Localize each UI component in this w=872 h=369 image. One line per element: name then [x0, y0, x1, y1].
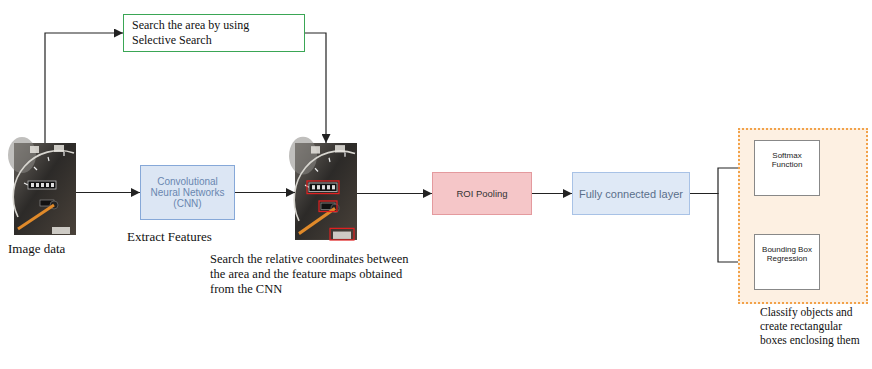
flow-arrow: [532, 193, 572, 194]
output-box: Softmax Function: [754, 140, 820, 196]
node-label: Fully connected layer: [577, 188, 685, 200]
node-label: ROI Pooling: [437, 188, 527, 199]
node-label: Convolutional Neural Networks (CNN): [145, 176, 230, 209]
node-caption: Search the relative coordinates between …: [210, 252, 425, 297]
node-label: Softmax Function: [758, 151, 816, 169]
speedometer-photo-annotated: [289, 137, 357, 240]
node-label: Search the area by using Selective Searc…: [132, 18, 296, 48]
image-node: Image data: [14, 143, 76, 235]
process-box: ROI Pooling: [432, 172, 532, 215]
node-label: Bounding Box Regression: [758, 245, 816, 263]
flow-arrow: [45, 33, 123, 143]
image-node: Search the relative coordinates between …: [295, 143, 357, 240]
flow-arrow: [305, 33, 326, 143]
speedometer-photo: [8, 137, 76, 235]
flow-arrow: [76, 192, 140, 193]
flow-arrow: [235, 192, 295, 193]
node-caption: Extract Features: [127, 229, 251, 245]
process-box: Search the area by using Selective Searc…: [123, 14, 305, 52]
flow-arrow: [357, 193, 432, 194]
output-box: Bounding Box Regression: [754, 234, 820, 290]
node-caption: Classify objects and create rectangular …: [760, 306, 870, 347]
node-caption: Image data: [8, 241, 104, 257]
process-box: Fully connected layer: [572, 172, 690, 215]
group-region: Classify objects and create rectangular …: [738, 128, 868, 304]
process-box: Convolutional Neural Networks (CNN)Extra…: [140, 165, 235, 220]
